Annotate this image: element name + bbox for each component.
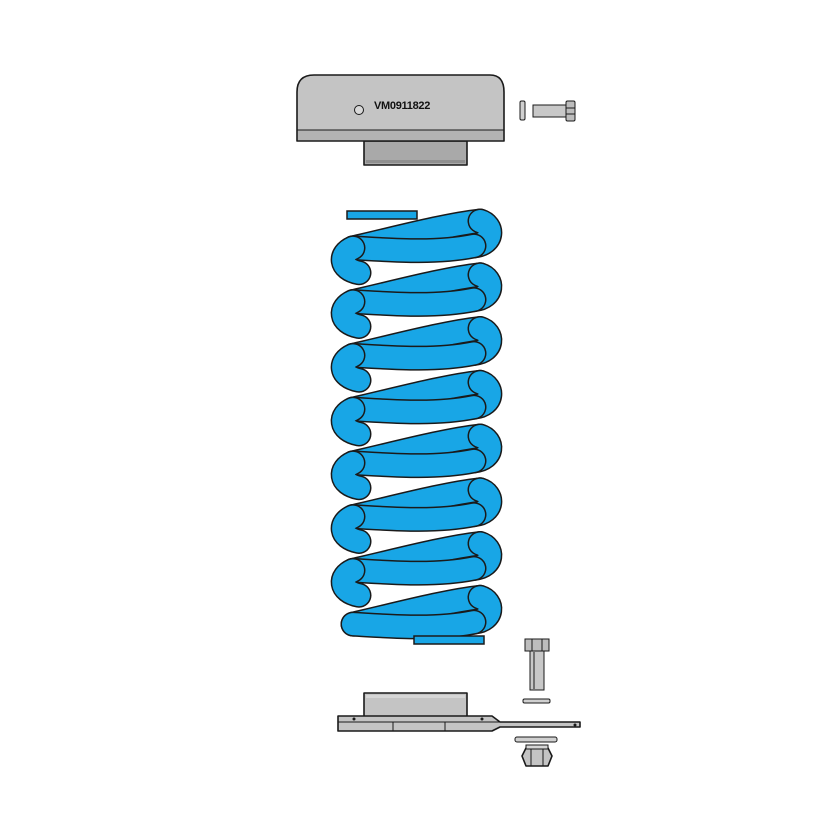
upper-seat-body <box>296 74 505 142</box>
coil-spring <box>330 208 503 645</box>
lower-bolt-head <box>524 638 550 652</box>
spring-coil-front-2 <box>342 342 485 370</box>
upper-bolt-shank <box>532 104 567 118</box>
upper-seat-spigot-highlight <box>366 160 465 163</box>
spring-coil-front-5 <box>342 503 485 531</box>
upper-spring-seat: VM0911822 <box>296 74 505 166</box>
spring-top-ground-end <box>346 210 418 220</box>
washer-icon <box>522 698 551 704</box>
upper-washer <box>519 100 526 121</box>
upper-seat-bottom-band <box>298 130 503 140</box>
spring-coil-wrap-l-1 <box>332 290 370 338</box>
lower-plate-body <box>337 715 581 732</box>
washer-icon <box>514 736 558 743</box>
part-number-label: VM0911822 <box>374 100 430 112</box>
spring-coil-wrap-l-6 <box>332 559 370 607</box>
washer-icon <box>519 100 526 121</box>
spring-bottom-ground-end <box>413 635 485 645</box>
spring-coil-front-4 <box>342 449 485 477</box>
spring-coil-wrap-l-0 <box>332 236 370 284</box>
nut <box>521 744 553 767</box>
spring-coil-front-1 <box>342 288 485 316</box>
upper-bolt <box>532 100 576 122</box>
spring-coil-wrap-l-2 <box>332 344 370 392</box>
lower-bolt-shank <box>529 650 545 691</box>
upper-bolt-head <box>565 100 576 122</box>
spring-coil-front-3 <box>342 396 485 423</box>
lower-bolt <box>524 638 550 691</box>
spring-coil-front-7 <box>342 611 485 638</box>
hex-nut-icon <box>521 747 553 767</box>
spring-coil-wrap-l-4 <box>332 451 370 499</box>
spring-coil-wrap-l-3 <box>332 398 370 445</box>
spring-coil-wrap-l-5 <box>332 505 370 553</box>
lower-spring-plate <box>337 692 581 732</box>
upper-seat-hole-icon <box>354 105 364 115</box>
lower-washer <box>522 698 551 704</box>
nut-washer <box>514 736 558 743</box>
spring-coil-front-0 <box>342 234 485 262</box>
spring-coil-front-6 <box>342 557 485 585</box>
